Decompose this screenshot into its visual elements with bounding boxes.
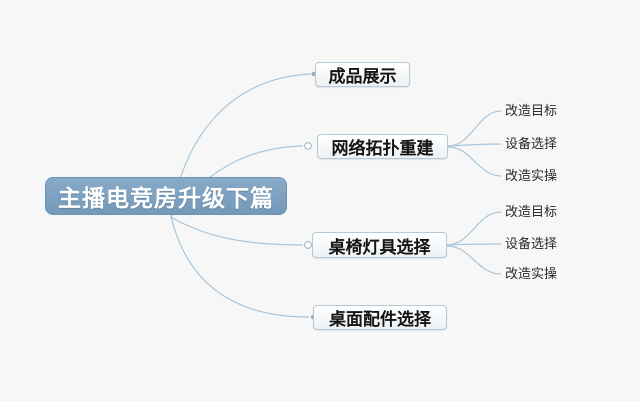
root-topic[interactable]: 主播电竞房升级下篇	[45, 177, 287, 215]
connector-line-branch3-child3	[446, 245, 502, 275]
connector-line-branch2-child2	[447, 143, 502, 147]
collapse-handle-icon[interactable]	[304, 241, 312, 249]
line-end-dot-icon	[311, 71, 316, 77]
branch-topic-network-topology[interactable]: 网络拓扑重建	[317, 134, 448, 159]
branch-topic-finished-showcase[interactable]: 成品展示	[315, 62, 410, 87]
connector-line-root-branch3	[170, 216, 304, 246]
connector-line-root-branch4	[170, 216, 310, 318]
connector-line-branch3-child2	[446, 243, 502, 246]
collapse-handle-icon[interactable]	[304, 142, 312, 150]
subtopic-furniture-device-selection[interactable]: 设备选择	[505, 236, 558, 251]
subtopic-network-practice[interactable]: 改造实操	[505, 168, 558, 183]
branch-topic-desktop-accessories[interactable]: 桌面配件选择	[313, 305, 447, 330]
branch-topic-desk-chair-lighting[interactable]: 桌椅灯具选择	[312, 232, 447, 258]
subtopic-network-device-selection[interactable]: 设备选择	[505, 136, 558, 151]
subtopic-network-goal[interactable]: 改造目标	[505, 103, 558, 118]
connector-line-branch2-child3	[447, 146, 502, 177]
subtopic-furniture-practice[interactable]: 改造实操	[505, 266, 558, 281]
connector-line-branch2-child1	[447, 110, 502, 147]
subtopic-furniture-goal[interactable]: 改造目标	[505, 204, 558, 219]
connector-line-branch3-child1	[446, 211, 502, 246]
